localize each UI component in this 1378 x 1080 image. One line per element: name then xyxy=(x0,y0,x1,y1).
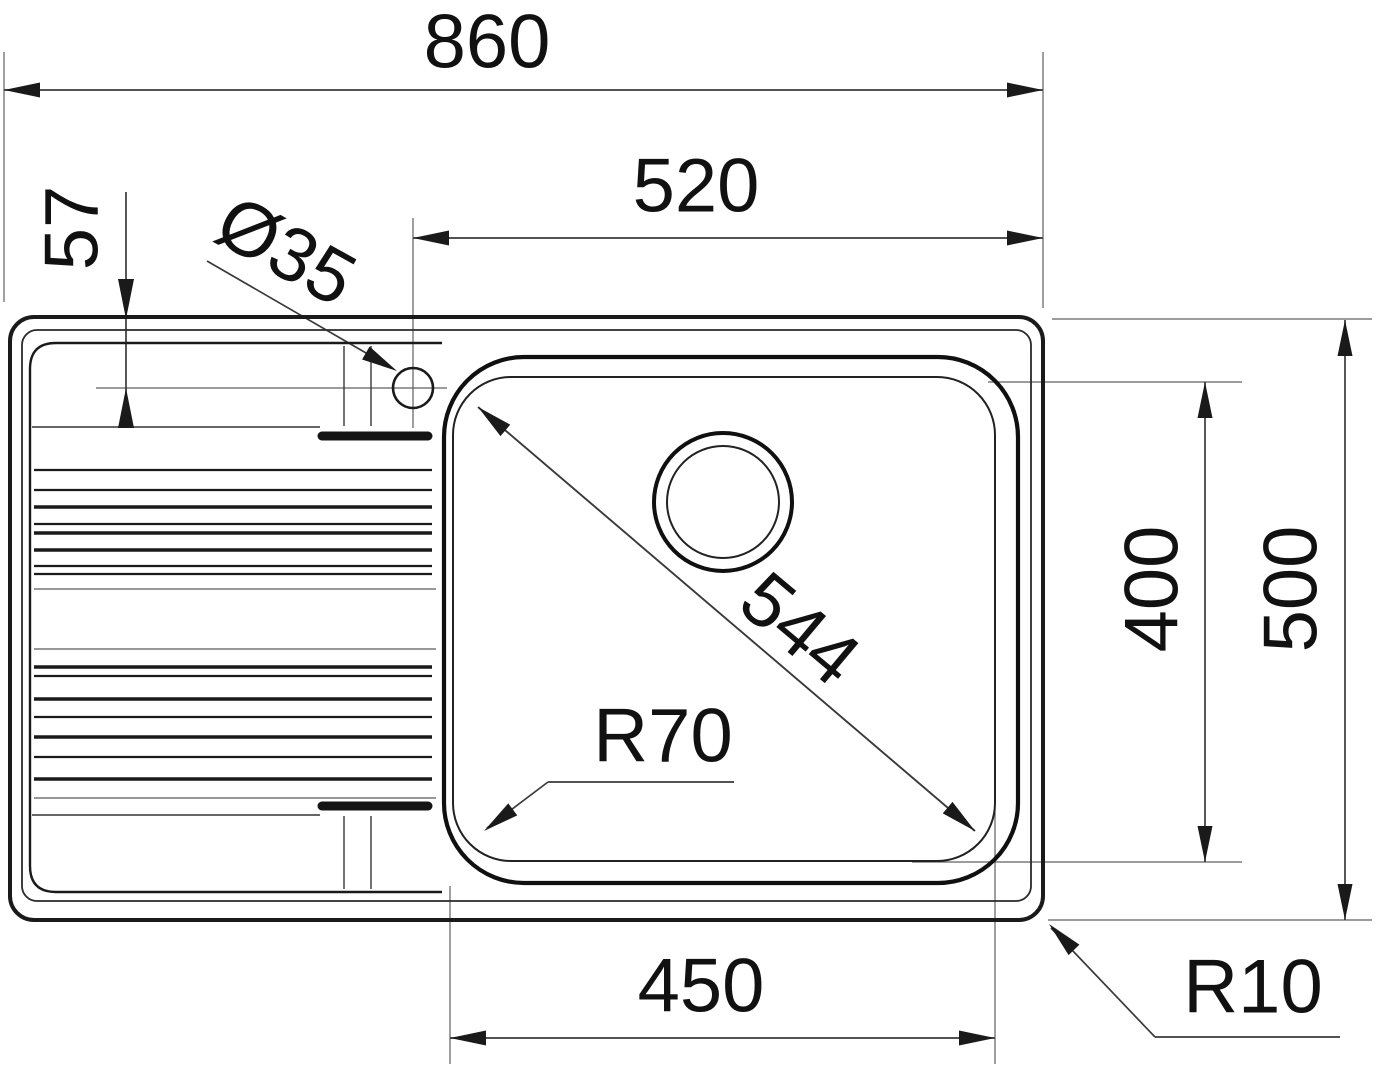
drainboard-panel xyxy=(28,341,442,894)
tap-hole xyxy=(391,366,435,410)
arrow-dia35 xyxy=(362,346,397,371)
bowl-outer-edge xyxy=(441,354,1021,886)
arrow-400-down xyxy=(1197,826,1213,862)
arrow-544-topleft xyxy=(478,407,511,437)
arrow-520-left xyxy=(413,230,449,246)
dim-label-tap-hole-diameter: Ø35 xyxy=(203,179,370,323)
arrow-400-up xyxy=(1197,382,1213,418)
drainboard-grooves xyxy=(34,468,436,799)
arrow-450-right xyxy=(959,1030,995,1046)
arrow-520-right xyxy=(1007,230,1043,246)
arrow-450-left xyxy=(450,1030,486,1046)
dim-label-bowl-width: 450 xyxy=(638,944,765,1029)
dim-label-bowl-diagonal: 544 xyxy=(724,556,876,703)
arrow-500-up xyxy=(1337,320,1353,356)
arrow-544-bottomright xyxy=(942,801,975,831)
leader-dia35 xyxy=(206,260,393,369)
extension-lines xyxy=(3,52,1372,1064)
arrow-r10 xyxy=(1049,924,1080,956)
sink-geometry xyxy=(8,315,1045,922)
drain-hole-outer xyxy=(652,431,794,573)
arrow-860-left xyxy=(4,82,40,98)
dimension-labels: 860 520 57 Ø35 544 R70 400 500 450 R10 xyxy=(30,0,1334,1030)
dim-label-outer-corner-radius: R10 xyxy=(1183,945,1322,1030)
dim-label-overall-depth: 500 xyxy=(1249,526,1334,653)
dim-label-bowl-section: 520 xyxy=(633,144,760,229)
arrow-860-right xyxy=(1007,82,1043,98)
arrow-57-up xyxy=(118,388,134,428)
drain-hole-inner xyxy=(666,445,780,559)
sink-outer-frame xyxy=(8,315,1045,922)
dimension-arrows xyxy=(4,82,1353,1046)
dim-label-bowl-corner-radius: R70 xyxy=(593,694,732,779)
bowl-inner-edge xyxy=(452,376,996,862)
dim-label-overall-width: 860 xyxy=(424,0,551,85)
sink-inner-rim xyxy=(21,329,1032,902)
dim-label-tap-offset: 57 xyxy=(30,186,115,271)
dim-line-544-diagonal xyxy=(477,406,976,832)
arrow-500-down xyxy=(1337,884,1353,920)
arrow-57-down xyxy=(118,279,134,319)
arrow-r70 xyxy=(484,803,518,831)
dim-label-bowl-depth: 400 xyxy=(1110,526,1195,653)
